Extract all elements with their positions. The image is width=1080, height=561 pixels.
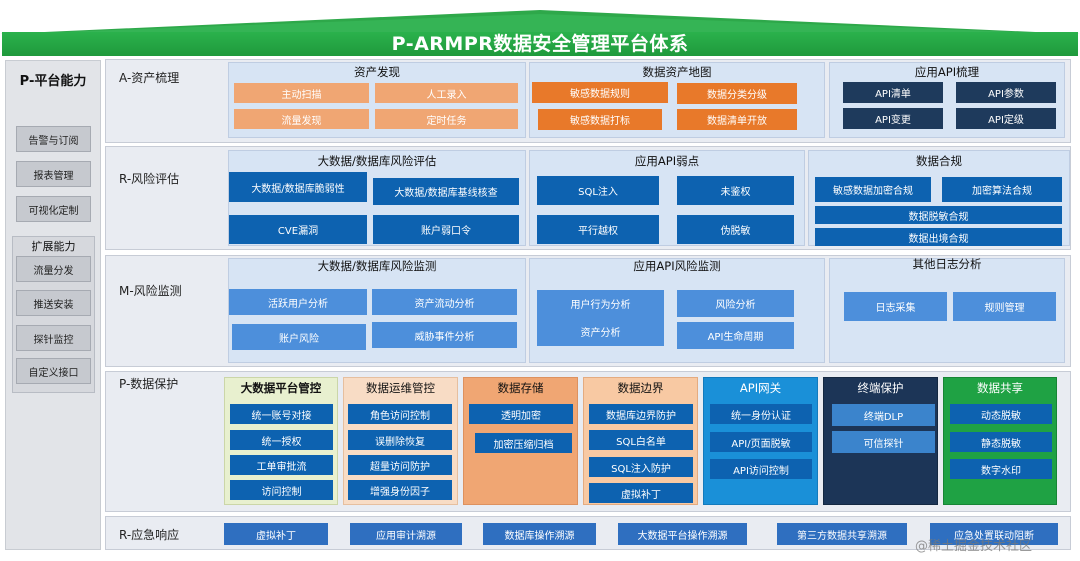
enhanced-identity-box[interactable]: 增强身份因子 — [348, 480, 452, 500]
asset-analysis-label[interactable]: 资产分析 — [580, 327, 621, 339]
watermark-text: @稀土掘金技术社区 — [915, 539, 1033, 554]
api-params-box[interactable]: API参数 — [956, 82, 1056, 103]
digital-watermark-box[interactable]: 数字水印 — [950, 459, 1052, 479]
api-access-control-box[interactable]: API访问控制 — [710, 459, 812, 479]
active-scan-box[interactable]: 主动扫描 — [234, 83, 369, 103]
encrypted-archive-box[interactable]: 加密压缩归档 — [475, 433, 572, 453]
sidebar-item-probe-monitor[interactable]: 探针监控 — [16, 325, 91, 351]
encryption-algorithm-compliance-box[interactable]: 加密算法合规 — [942, 177, 1062, 202]
layer-p-label: P-数据保护 — [119, 377, 179, 391]
bigdata-operation-trace-box[interactable]: 大数据平台操作溯源 — [618, 523, 747, 545]
trusted-probe-box[interactable]: 可信探针 — [832, 431, 935, 453]
weak-password-box[interactable]: 账户弱口令 — [373, 215, 519, 244]
app-audit-trace-box[interactable]: 应用审计溯源 — [350, 523, 462, 545]
bigdata-risk-assessment-title: 大数据/数据库风险评估 — [317, 154, 437, 168]
account-risk-box[interactable]: 账户风险 — [232, 324, 366, 350]
static-desensitize-box[interactable]: 静态脱敏 — [950, 432, 1052, 452]
api-weakness-title: 应用API弱点 — [634, 154, 700, 168]
emergency-block-box[interactable]: 应急处置联动阻断 — [930, 523, 1058, 545]
data-ops-control-title: 数据运维管控 — [366, 381, 435, 395]
api-grading-box[interactable]: API定级 — [956, 108, 1056, 129]
api-gateway-title: API网关 — [739, 381, 782, 395]
unified-identity-auth-box[interactable]: 统一身份认证 — [710, 404, 812, 424]
desensitization-compliance-box[interactable]: 数据脱敏合规 — [815, 206, 1062, 224]
sidebar-item-traffic-distribution[interactable]: 流量分发 — [16, 256, 91, 282]
terminal-protection-title: 终端保护 — [857, 381, 904, 395]
bigdata-vulnerability-box[interactable]: 大数据/数据库脆弱性 — [229, 172, 367, 202]
sidebar-item-push-install[interactable]: 推送安装 — [16, 290, 91, 316]
sidebar-item-report-management[interactable]: 报表管理 — [16, 161, 91, 187]
sensitive-encryption-compliance-box[interactable]: 敏感数据加密合规 — [815, 177, 931, 202]
api-lifecycle-box[interactable]: API生命周期 — [677, 322, 794, 349]
log-analysis-title: 其他日志分析 — [912, 257, 982, 271]
third-party-share-trace-box[interactable]: 第三方数据共享溯源 — [777, 523, 907, 545]
bigdata-baseline-check-box[interactable]: 大数据/数据库基线核查 — [373, 178, 519, 205]
excess-access-protection-box[interactable]: 超量访问防护 — [348, 455, 452, 475]
api-sorting-title: 应用API梳理 — [914, 65, 980, 79]
transparent-encryption-box[interactable]: 透明加密 — [469, 404, 573, 424]
data-list-open-box[interactable]: 数据清单开放 — [677, 109, 797, 130]
layer-r-label: R-风险评估 — [119, 172, 180, 186]
data-storage-title: 数据存储 — [497, 381, 544, 395]
threat-event-analysis-box[interactable]: 威胁事件分析 — [372, 322, 517, 348]
sensitive-data-tagging-box[interactable]: 敏感数据打标 — [538, 109, 662, 130]
traffic-discovery-box[interactable]: 流量发现 — [234, 109, 369, 129]
layer-a-label: A-资产梳理 — [119, 71, 180, 85]
log-collection-box[interactable]: 日志采集 — [844, 292, 947, 321]
api-change-box[interactable]: API变更 — [843, 108, 943, 129]
layer-m-label: M-风险监测 — [119, 284, 182, 298]
cve-vulnerability-box[interactable]: CVE漏洞 — [229, 215, 367, 244]
asset-flow-analysis-box[interactable]: 资产流动分析 — [372, 289, 517, 315]
sidebar-item-alert-subscribe[interactable]: 告警与订阅 — [16, 126, 91, 152]
scheduled-task-box[interactable]: 定时任务 — [375, 109, 518, 129]
ticket-approval-box[interactable]: 工单审批流 — [230, 455, 333, 475]
db-boundary-protection-box[interactable]: 数据库边界防护 — [589, 404, 693, 424]
cross-border-compliance-box[interactable]: 数据出境合规 — [815, 228, 1062, 246]
data-compliance-title: 数据合规 — [916, 154, 962, 168]
api-risk-monitoring-title: 应用API风险监测 — [633, 259, 721, 273]
api-list-box[interactable]: API清单 — [843, 82, 943, 103]
misdelete-recovery-box[interactable]: 误删除恢复 — [348, 430, 452, 450]
sql-injection-protection-box[interactable]: SQL注入防护 — [589, 457, 693, 477]
active-user-analysis-box[interactable]: 活跃用户分析 — [229, 289, 367, 315]
sensitive-data-rules-box[interactable]: 敏感数据规则 — [532, 82, 668, 103]
asset-discovery-title: 资产发现 — [354, 65, 400, 79]
sql-whitelist-box[interactable]: SQL白名单 — [589, 430, 693, 450]
sidebar-item-visual-custom[interactable]: 可视化定制 — [16, 196, 91, 222]
bigdata-risk-monitoring-title: 大数据/数据库风险监测 — [317, 259, 437, 273]
layer-r2-label: R-应急响应 — [119, 528, 180, 542]
horizontal-privilege-box[interactable]: 平行越权 — [537, 215, 659, 244]
virtual-patch-box[interactable]: 虚拟补丁 — [589, 483, 693, 503]
pseudo-desensitization-box[interactable]: 伪脱敏 — [677, 215, 794, 244]
role-access-control-box[interactable]: 角色访问控制 — [348, 404, 452, 424]
data-sharing-title: 数据共享 — [977, 381, 1023, 395]
sidebar-title: P-平台能力 — [19, 74, 87, 89]
unified-account-box[interactable]: 统一账号对接 — [230, 404, 333, 424]
sidebar-item-custom-interface[interactable]: 自定义接口 — [16, 358, 91, 384]
access-control-box[interactable]: 访问控制 — [230, 480, 333, 500]
terminal-dlp-box[interactable]: 终端DLP — [832, 404, 935, 426]
data-asset-map-title: 数据资产地图 — [642, 65, 712, 79]
page-title: P-ARMPR数据安全管理平台体系 — [2, 32, 1078, 56]
bigdata-platform-control-title: 大数据平台管控 — [240, 381, 322, 395]
manual-entry-box[interactable]: 人工录入 — [375, 83, 518, 103]
user-behavior-analysis-box[interactable]: 用户行为分析 — [537, 290, 664, 346]
extension-title: 扩展能力 — [31, 240, 76, 253]
roof-graphic — [0, 10, 1080, 34]
sql-injection-box[interactable]: SQL注入 — [537, 176, 659, 205]
db-operation-trace-box[interactable]: 数据库操作溯源 — [483, 523, 596, 545]
api-page-desensitize-box[interactable]: API/页面脱敏 — [710, 432, 812, 452]
unified-authorization-box[interactable]: 统一授权 — [230, 430, 333, 450]
dynamic-desensitize-box[interactable]: 动态脱敏 — [950, 404, 1052, 424]
emergency-virtual-patch-box[interactable]: 虚拟补丁 — [224, 523, 328, 545]
unauthenticated-box[interactable]: 未鉴权 — [677, 176, 794, 205]
risk-analysis-box[interactable]: 风险分析 — [677, 290, 794, 317]
rule-management-box[interactable]: 规则管理 — [953, 292, 1056, 321]
data-classification-box[interactable]: 数据分类分级 — [677, 83, 797, 104]
data-boundary-title: 数据边界 — [617, 381, 664, 395]
